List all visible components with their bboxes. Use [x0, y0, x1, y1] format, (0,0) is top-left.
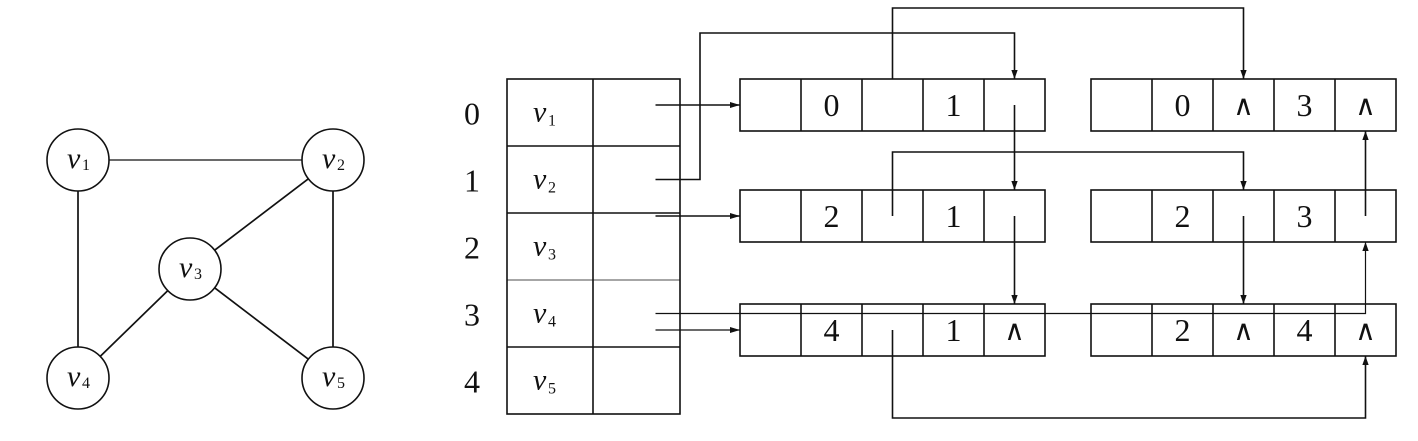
vertex-subscript: 4	[82, 375, 90, 392]
vertex-subscript: 2	[337, 157, 345, 174]
row-index: 2	[464, 230, 480, 266]
ilink-cell: ∧	[1233, 316, 1254, 347]
vertex-circle	[158, 237, 222, 301]
vertex-circle	[301, 128, 365, 192]
vertex-label: v	[322, 360, 336, 393]
link-e01-ilink	[891, 7, 1247, 79]
row-vertex-label: v	[533, 230, 547, 263]
vertex-label: v	[67, 360, 81, 393]
row-vertex-label: v	[533, 163, 547, 196]
edge-node-frame	[739, 78, 1046, 132]
row-index: 3	[464, 297, 480, 333]
row-index: 1	[464, 163, 480, 199]
vertex-label: v	[67, 142, 81, 175]
edge-node-frame	[1090, 78, 1397, 132]
row-vertex-subscript: 1	[548, 113, 556, 130]
firstedge-arrow-v4	[655, 242, 1369, 315]
graph-edge-v2-v3	[214, 178, 309, 251]
row-vertex-subscript: 5	[548, 381, 556, 398]
link-e41-ilink	[891, 330, 1369, 419]
row-vertex-subscript: 2	[548, 180, 556, 197]
vertex-circle	[46, 346, 110, 410]
jvex-cell: 1	[946, 198, 962, 234]
edge-node-e24: 2 ∧ 4 ∧	[1090, 303, 1397, 357]
row-vertex-subscript: 4	[548, 314, 556, 331]
vertex-subscript: 3	[194, 266, 202, 283]
link-arrows	[655, 7, 1369, 419]
row-index: 4	[464, 364, 480, 400]
vertex-label: v	[179, 251, 193, 284]
vertex-label: v	[322, 142, 336, 175]
graph-edges	[77, 159, 334, 360]
jvex-cell: 3	[1297, 198, 1313, 234]
ivex-cell: 0	[1175, 87, 1191, 123]
ivex-cell: 2	[824, 198, 840, 234]
ivex-cell: 2	[1175, 198, 1191, 234]
link-e21-ilink	[891, 151, 1247, 216]
edge-node-frame	[1090, 303, 1397, 357]
row-vertex-label: v	[533, 364, 547, 397]
row-vertex-label: v	[533, 96, 547, 129]
row-vertex-label: v	[533, 297, 547, 330]
vertex-circle	[46, 128, 110, 192]
row-index: 0	[464, 96, 480, 132]
jvex-cell: 1	[946, 312, 962, 348]
vertex-subscript: 1	[82, 157, 90, 174]
vertex-subscript: 5	[337, 375, 345, 392]
graph-edge-v3-v5	[214, 287, 309, 360]
firstedge-arrow-v2	[655, 32, 1018, 181]
ivex-cell: 0	[824, 87, 840, 123]
row-vertex-subscript: 3	[548, 247, 556, 264]
jlink-cell: ∧	[1355, 316, 1376, 347]
ivex-cell: 4	[824, 312, 840, 348]
ivex-cell: 2	[1175, 312, 1191, 348]
graph-edge-v3-v4	[99, 290, 169, 357]
jlink-cell: ∧	[1004, 316, 1025, 347]
vertex-circle	[301, 346, 365, 410]
jlink-cell: ∧	[1355, 91, 1376, 122]
jvex-cell: 4	[1297, 312, 1313, 348]
ilink-cell: ∧	[1233, 91, 1254, 122]
jvex-cell: 1	[946, 87, 962, 123]
edge-node-e03: 0 ∧ 3 ∧	[1090, 78, 1397, 132]
jvex-cell: 3	[1297, 87, 1313, 123]
